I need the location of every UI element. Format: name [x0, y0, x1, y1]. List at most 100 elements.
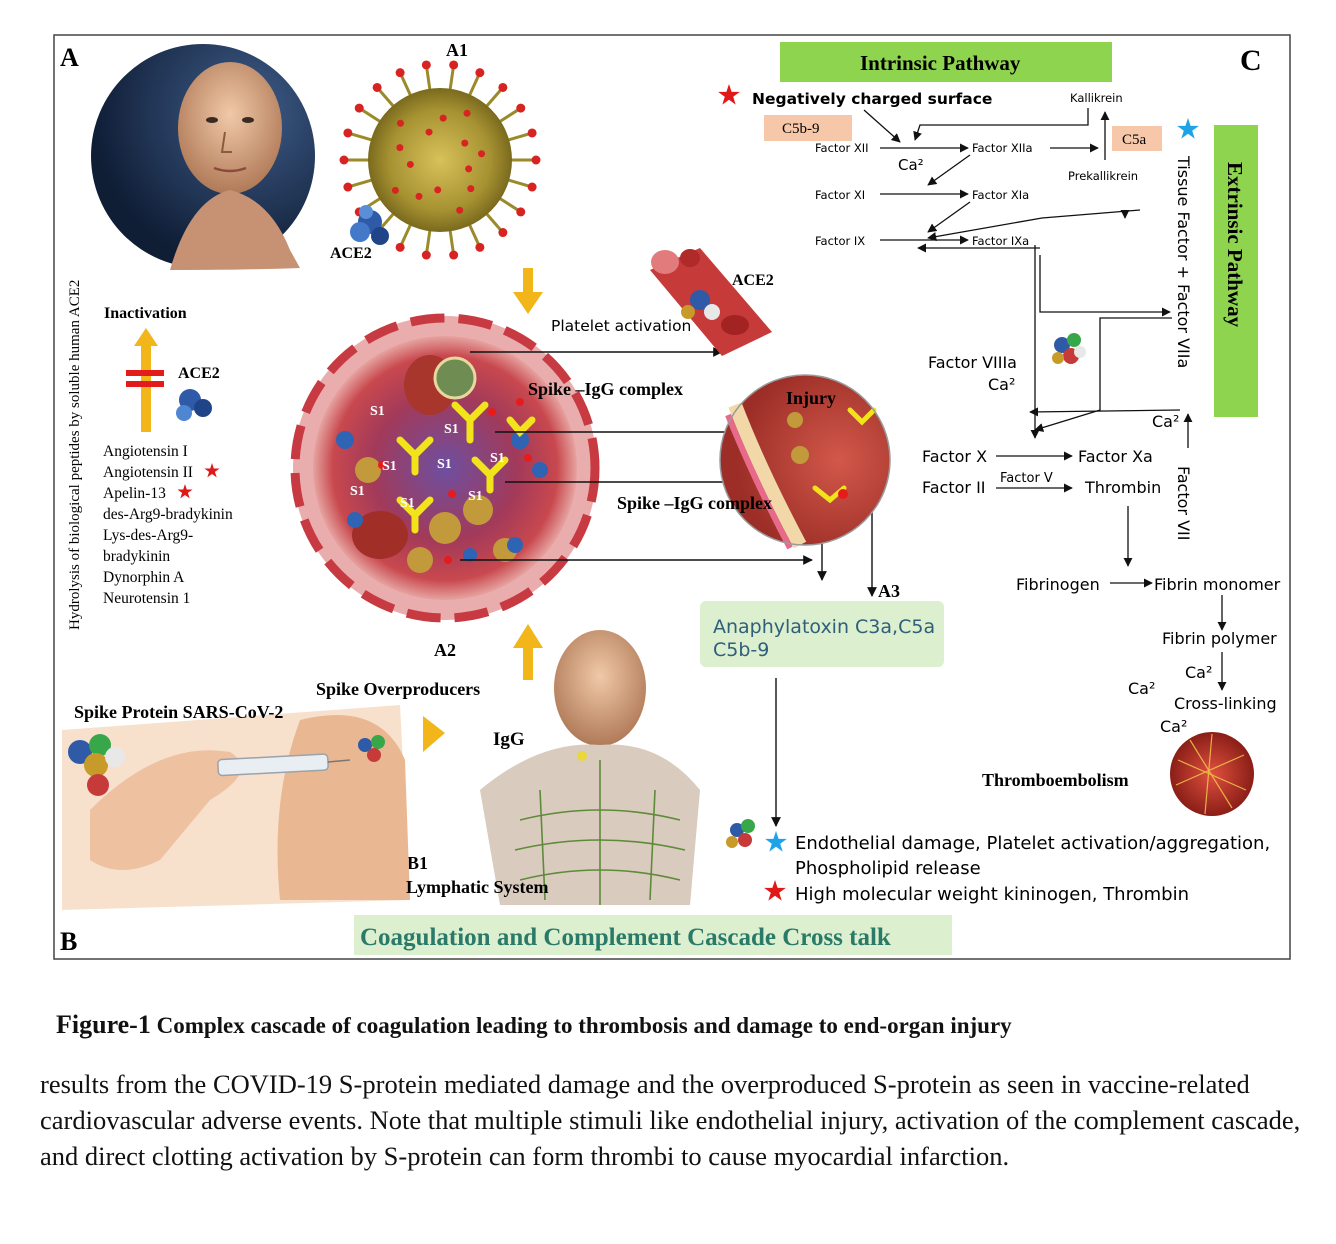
spike-tip	[456, 206, 464, 214]
panel-label-b: B	[60, 927, 77, 956]
figure-caption-body: results from the COVID-19 S-protein medi…	[40, 1069, 1301, 1171]
spike-tip	[421, 60, 431, 70]
panel-label-a1: A1	[446, 40, 468, 60]
inactivation-label: Inactivation	[104, 305, 187, 322]
peptide-item: Neurotensin 1	[103, 590, 190, 607]
spike-tip	[465, 165, 473, 173]
s1-label: S1	[400, 496, 415, 511]
calcium-label: Ca²	[1128, 679, 1155, 698]
spike-tip	[391, 186, 399, 194]
vaccine-injection-image	[62, 705, 410, 910]
spike-protein-small-icon	[358, 735, 385, 762]
thrombin-label: Thrombin	[1084, 478, 1161, 497]
platelet-activation-label: Platelet activation	[551, 317, 691, 335]
prekallikrein-label: Prekallikrein	[1068, 169, 1138, 183]
red-star-icon	[718, 84, 740, 105]
factor-v-label: Factor V	[1000, 471, 1053, 486]
figure-frame	[53, 34, 1291, 960]
peptide-item: bradykinin	[103, 548, 170, 565]
blue-star-icon	[765, 831, 787, 852]
spike-tip	[449, 250, 459, 260]
intrinsic-arrows	[863, 108, 1227, 691]
spike-tip	[516, 207, 526, 217]
spike-tip	[372, 82, 382, 92]
figure-label: Figure-1	[56, 1010, 151, 1039]
spike-tip	[467, 185, 475, 193]
spike-igg-complex-label-bottom: Spike –IgG complex	[617, 493, 772, 513]
spike-tip	[463, 109, 471, 117]
peptide-item: Angiotensin II	[103, 464, 193, 481]
calcium-label: Ca²	[988, 375, 1015, 394]
spike-tip	[406, 160, 414, 168]
spike-tip	[415, 192, 423, 200]
red-star-icon	[204, 463, 220, 478]
intrinsic-factors: Kallikrein Prekallikrein Factor XII Fact…	[815, 91, 1138, 248]
s1-label: S1	[468, 489, 483, 504]
legend-blue-line1: Endothelial damage, Platelet activation/…	[795, 833, 1270, 854]
factor-ii-label: Factor II	[922, 478, 986, 497]
fibrinogen-label: Fibrinogen	[1016, 575, 1100, 594]
peptide-item: Angiotensin I	[103, 443, 188, 460]
s1-label: S1	[382, 459, 397, 474]
spike-tip	[343, 128, 353, 138]
cross-talk-title-box	[354, 915, 952, 955]
factor-xa-label: Factor Xa	[1078, 447, 1153, 466]
s1-label: S1	[437, 457, 452, 472]
ace2-virus-label: ACE2	[330, 245, 372, 262]
red-star-icon	[764, 880, 786, 901]
factor-xia-label: Factor XIa	[972, 188, 1029, 202]
extrinsic-pathway-box	[1214, 125, 1258, 417]
anaphylatoxin-label: Anaphylatoxin C3a,C5a	[713, 616, 935, 638]
coagulation-factors: Factor VIIIa Ca² Ca² Factor X Factor Xa …	[922, 353, 1281, 736]
spike-tip	[421, 250, 431, 260]
thrombus-clot-image	[1170, 732, 1254, 816]
s1-label: S1	[350, 484, 365, 499]
orange-down-arrow-icon	[513, 268, 543, 314]
spike-tip	[527, 128, 537, 138]
factor-x-label: Factor X	[922, 447, 987, 466]
spike-tip	[531, 155, 541, 165]
fibrin-monomer-label: Fibrin monomer	[1154, 575, 1281, 594]
spike-tip	[339, 155, 349, 165]
panel-label-b1: B1	[407, 853, 428, 873]
hydrolysis-vertical-text: Hydrolysis of biological peptides by sol…	[67, 280, 83, 630]
calcium-label: Ca²	[898, 156, 924, 174]
calcium-label: Ca²	[1185, 663, 1212, 682]
calcium-label: Ca²	[1160, 717, 1187, 736]
factor-xii-label: Factor XII	[815, 141, 869, 155]
spike-tip	[396, 144, 404, 152]
ace2-tissue-label: ACE2	[732, 272, 774, 289]
spike-tip	[354, 103, 364, 113]
inactivation-up-arrow-icon	[126, 328, 164, 432]
factor-ix-label: Factor IX	[815, 234, 865, 248]
spike-tip	[498, 228, 508, 238]
peptide-item: Lys-des-Arg9-	[103, 527, 193, 544]
s1-labels: S1 S1 S1 S1 S1 S1 S1 S1	[350, 404, 505, 511]
spike-igg-complex-label-top: Spike –IgG complex	[528, 379, 683, 399]
spike-tip	[498, 82, 508, 92]
spike-tip	[396, 119, 404, 127]
infected-cell-image	[290, 313, 600, 623]
spike-tip	[475, 242, 485, 252]
panel-label-a2: A2	[434, 640, 456, 660]
blue-star-icon	[1177, 118, 1199, 139]
extrinsic-pathway-title: Extrinsic Pathway	[1223, 162, 1247, 328]
cross-talk-title: Coagulation and Complement Cascade Cross…	[360, 924, 891, 951]
spike-tip	[434, 186, 442, 194]
spike-tip	[527, 182, 537, 192]
spike-tip	[439, 114, 447, 122]
spike-tip	[475, 68, 485, 78]
factor-viiia-label: Factor VIIIa	[928, 353, 1017, 372]
c5b9-complement-label: C5b-9	[713, 639, 769, 661]
factor-protein-icon	[1052, 333, 1086, 364]
spike-tip	[461, 139, 469, 147]
factor-xi-label: Factor XI	[815, 188, 865, 202]
panel-label-a3: A3	[878, 581, 900, 601]
intrinsic-pathway-box	[780, 42, 1112, 82]
igg-label: IgG	[493, 729, 525, 750]
orange-right-triangle-icon	[423, 716, 445, 752]
c5a-box-label: C5a	[1122, 132, 1147, 148]
spike-protein-label: Spike Protein SARS-CoV-2	[74, 702, 283, 722]
spike-tip	[395, 68, 405, 78]
lymphatic-torso-image	[480, 630, 700, 905]
